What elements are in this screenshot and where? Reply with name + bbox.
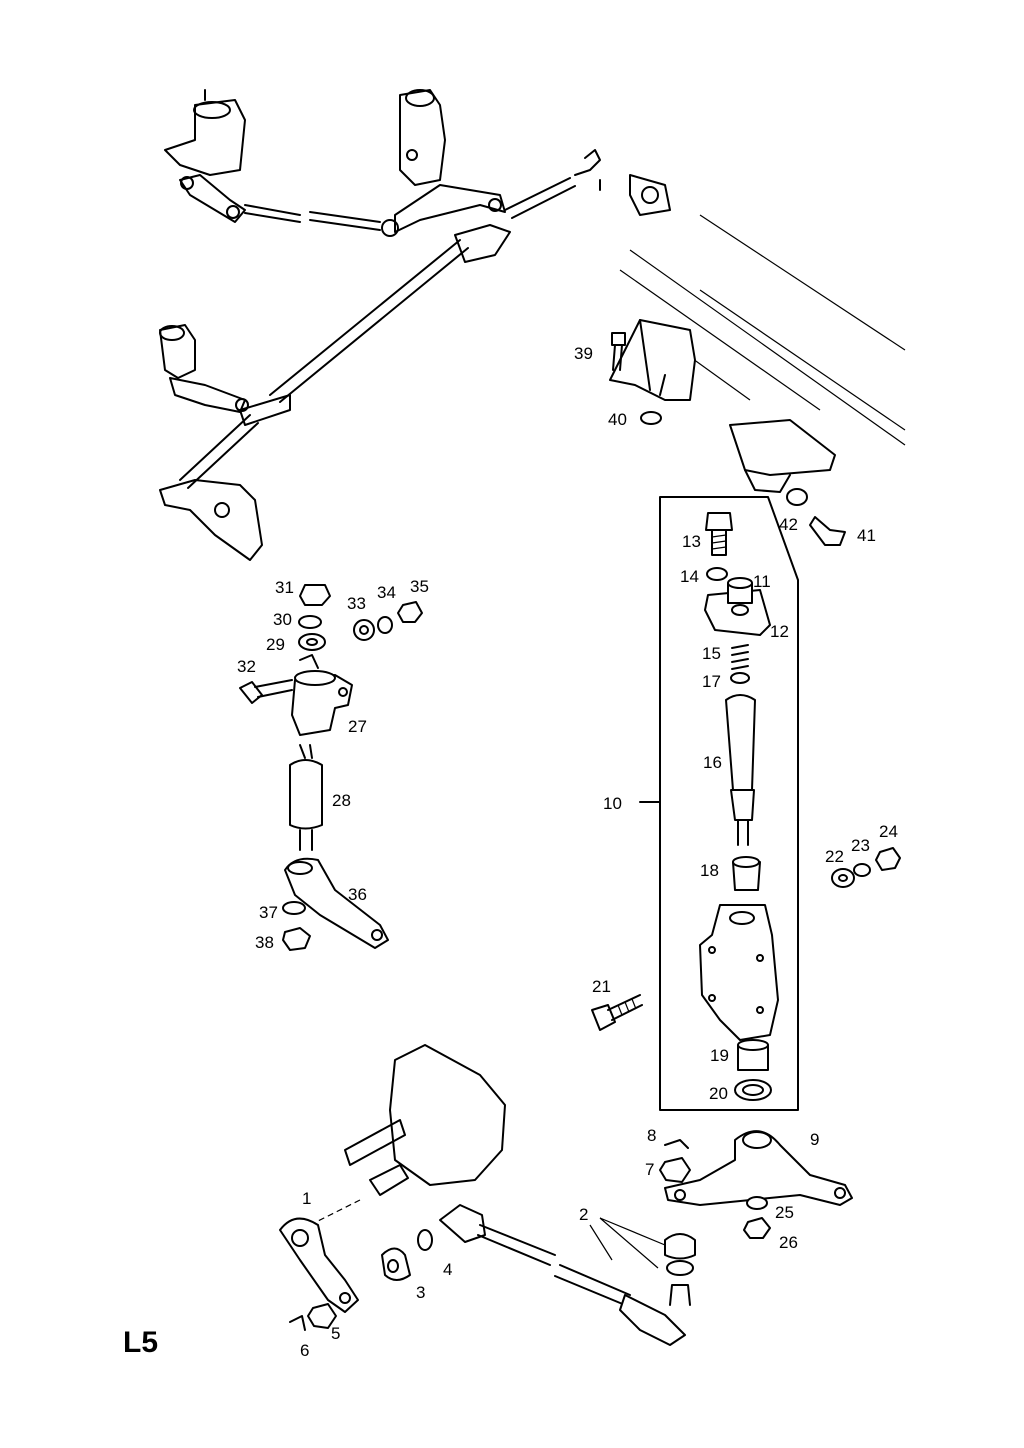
callout-7: 7: [645, 1160, 654, 1179]
washer-nut-set-22-24: [831, 847, 901, 888]
callout-30: 30: [273, 610, 292, 629]
callout-10: 10: [603, 794, 622, 813]
callout-32: 32: [237, 657, 256, 676]
callout-15: 15: [702, 644, 721, 663]
callout-26: 26: [779, 1233, 798, 1252]
callout-labels: 1 2 3 4 5 6 7 8 9 10 11 12 13 14 15 16 1…: [123, 344, 898, 1360]
callout-3: 3: [416, 1283, 425, 1302]
callout-5: 5: [331, 1324, 340, 1343]
callout-19: 19: [710, 1046, 729, 1065]
callout-22: 22: [825, 847, 844, 866]
callout-8: 8: [647, 1126, 656, 1145]
callout-12: 12: [770, 622, 789, 641]
overview-assembly: [159, 89, 906, 561]
callout-39: 39: [574, 344, 593, 363]
callout-6: 6: [300, 1341, 309, 1360]
callout-24: 24: [879, 822, 898, 841]
callout-9: 9: [810, 1130, 819, 1149]
callout-21: 21: [592, 977, 611, 996]
bolt-21: [591, 994, 643, 1031]
callout-36: 36: [348, 885, 367, 904]
callout-17: 17: [702, 672, 721, 691]
callout-29: 29: [266, 635, 285, 654]
sheet-id: L5: [123, 1326, 158, 1359]
callout-37: 37: [259, 903, 278, 922]
callout-13: 13: [682, 532, 701, 551]
callout-40: 40: [608, 410, 627, 429]
callout-33: 33: [347, 594, 366, 613]
callout-25: 25: [775, 1203, 794, 1222]
idler-column: [239, 584, 423, 951]
callout-41: 41: [857, 526, 876, 545]
callout-34: 34: [377, 583, 396, 602]
callout-18: 18: [700, 861, 719, 880]
callout-31: 31: [275, 578, 294, 597]
steering-box-assembly-frame: [639, 496, 799, 1111]
callout-14: 14: [680, 567, 699, 586]
chassis-bracket: [609, 319, 846, 546]
callout-11: 11: [753, 572, 771, 591]
callout-2: 2: [579, 1205, 588, 1224]
callout-28: 28: [332, 791, 351, 810]
lower-linkage: [279, 1044, 853, 1346]
callout-20: 20: [709, 1084, 728, 1103]
steering-box-parts: [699, 512, 779, 1101]
callout-1: 1: [302, 1189, 311, 1208]
callout-4: 4: [443, 1260, 452, 1279]
callout-16: 16: [703, 753, 722, 772]
callout-42: 42: [779, 515, 798, 534]
callout-35: 35: [410, 577, 429, 596]
callout-38: 38: [255, 933, 274, 952]
callout-27: 27: [348, 717, 367, 736]
callout-23: 23: [851, 836, 870, 855]
